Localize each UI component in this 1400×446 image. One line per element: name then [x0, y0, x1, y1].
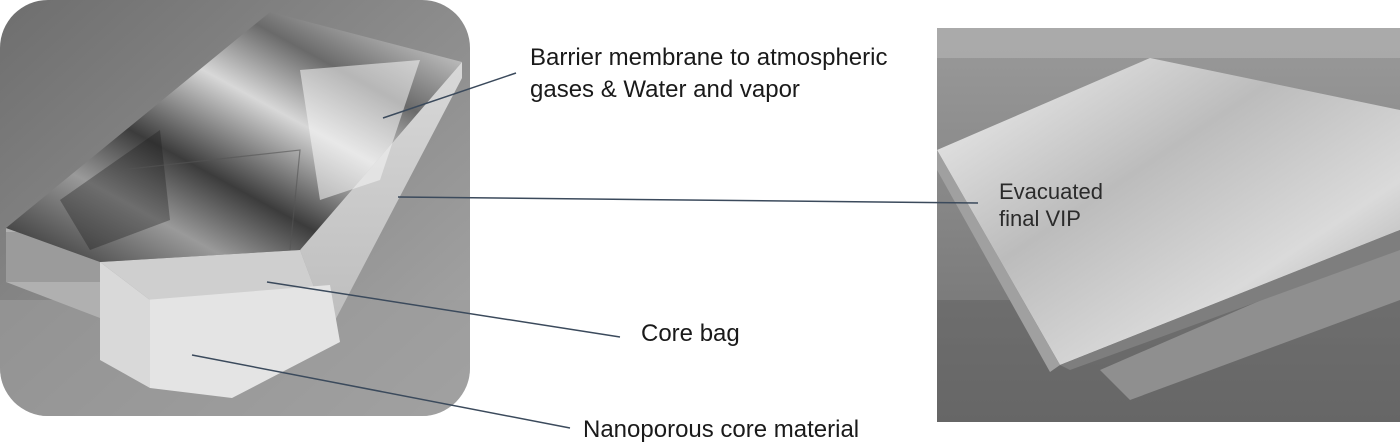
label-evacuated-vip: Evacuated final VIP	[999, 178, 1103, 232]
label-barrier-line1: Barrier membrane to atmospheric	[530, 44, 888, 71]
vip-panel-cutaway-photo	[0, 0, 470, 416]
leader-core-material	[191, 354, 571, 429]
label-evacuated-line1: Evacuated	[999, 179, 1103, 204]
label-evacuated-line2: final VIP	[999, 206, 1081, 231]
leader-lines	[191, 72, 979, 429]
evacuated-vip-photo	[937, 28, 1400, 422]
label-core-material: Nanoporous core material	[583, 416, 860, 443]
label-barrier-line2: gases & Water and vapor	[530, 76, 800, 103]
leader-core-bag	[266, 281, 621, 338]
label-core-bag: Core bag	[641, 320, 740, 347]
leader-barrier-membrane	[382, 72, 517, 119]
leader-evacuated-vip	[397, 196, 979, 204]
label-barrier-membrane: Barrier membrane to atmospheric gases & …	[530, 42, 887, 106]
